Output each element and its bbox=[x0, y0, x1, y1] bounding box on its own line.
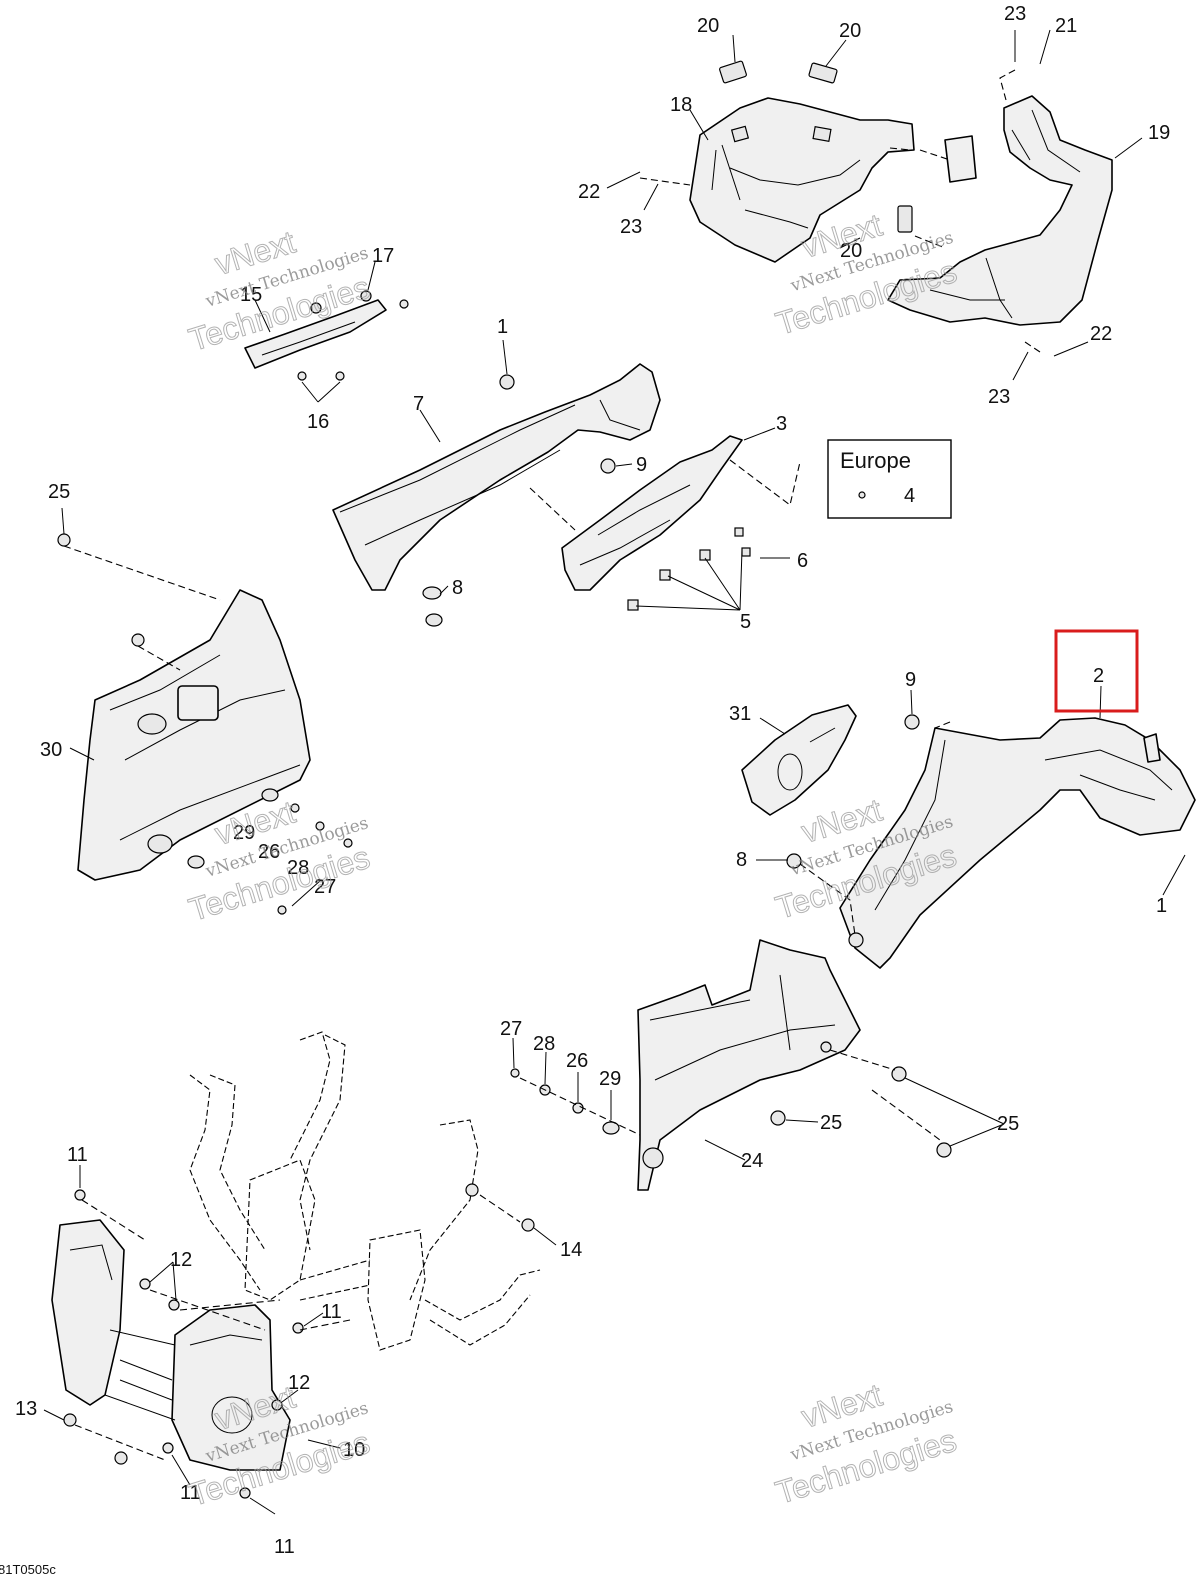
part-15-bracket bbox=[244, 290, 409, 381]
callout-4: 4 bbox=[904, 485, 915, 507]
callout-numbers: 20 20 23 21 18 19 22 23 20 22 23 17 15 1… bbox=[15, 3, 1170, 1558]
callout-9: 9 bbox=[636, 454, 647, 476]
callout-23: 23 bbox=[1004, 3, 1026, 25]
callout-21: 21 bbox=[1055, 15, 1077, 37]
part-19-footwell-panel bbox=[887, 95, 1113, 326]
callout-28: 28 bbox=[287, 857, 309, 879]
callout-25: 25 bbox=[48, 481, 70, 503]
part-18-inner-panel bbox=[689, 97, 915, 263]
callout-8: 8 bbox=[452, 577, 463, 599]
callout-1: 1 bbox=[1156, 895, 1167, 917]
callout-2: 2 bbox=[1093, 665, 1104, 687]
callout-26: 26 bbox=[258, 841, 280, 863]
part-30-bracket bbox=[57, 533, 311, 881]
callout-22: 22 bbox=[578, 181, 600, 203]
assembly-lines bbox=[63, 69, 1041, 1461]
part-24-lower-panel bbox=[637, 939, 952, 1191]
part-20-pads bbox=[719, 60, 913, 233]
hardware-group-26-29-left bbox=[277, 803, 353, 915]
callout-13: 13 bbox=[15, 1398, 37, 1420]
callout-27: 27 bbox=[500, 1018, 522, 1040]
callout-11: 11 bbox=[274, 1536, 295, 1558]
part-7-side-panel bbox=[332, 363, 661, 627]
callout-29: 29 bbox=[233, 822, 255, 844]
callout-11: 11 bbox=[321, 1301, 342, 1323]
europe-region-box: Europe 4 bbox=[827, 439, 952, 519]
leader-lines bbox=[43, 29, 1186, 1515]
callout-20: 20 bbox=[697, 15, 719, 37]
callout-10: 10 bbox=[343, 1439, 365, 1461]
callout-1: 1 bbox=[497, 316, 508, 338]
callout-5: 5 bbox=[740, 611, 751, 633]
part-3-trim bbox=[561, 435, 751, 611]
callout-18: 18 bbox=[670, 94, 692, 116]
callout-25: 25 bbox=[997, 1113, 1019, 1135]
watermark-2: vNext vNext Technologies Technologies bbox=[771, 206, 961, 342]
callout-14: 14 bbox=[560, 1239, 582, 1261]
watermark-1: vNext vNext Technologies Technologies bbox=[184, 223, 374, 358]
europe-label: Europe bbox=[840, 448, 911, 473]
part-10-front-covers bbox=[51, 1183, 535, 1499]
callout-22: 22 bbox=[1090, 323, 1112, 345]
callout-11: 11 bbox=[67, 1144, 88, 1166]
callout-24: 24 bbox=[741, 1150, 763, 1172]
callout-27: 27 bbox=[314, 876, 336, 898]
frame-ghost bbox=[189, 1031, 541, 1351]
callout-7: 7 bbox=[413, 393, 424, 415]
callout-16: 16 bbox=[307, 411, 329, 433]
callout-12: 12 bbox=[170, 1249, 192, 1271]
part-2-side-panel bbox=[786, 714, 1196, 969]
callout-20: 20 bbox=[839, 20, 861, 42]
callout-19: 19 bbox=[1148, 122, 1170, 144]
callout-28: 28 bbox=[533, 1033, 555, 1055]
callout-26: 26 bbox=[566, 1050, 588, 1072]
callout-17: 17 bbox=[372, 245, 394, 267]
callout-9: 9 bbox=[905, 669, 916, 691]
callout-8: 8 bbox=[736, 849, 747, 871]
callout-6: 6 bbox=[797, 550, 808, 572]
drawing-code: 81T0505c bbox=[0, 1562, 56, 1577]
highlight-box-part-2 bbox=[1054, 629, 1139, 713]
callout-15: 15 bbox=[240, 284, 262, 306]
watermark-6: vNext vNext Technologies Technologies bbox=[771, 1376, 961, 1511]
callout-12: 12 bbox=[288, 1372, 310, 1394]
part-31-cover bbox=[741, 704, 857, 816]
callout-25: 25 bbox=[820, 1112, 842, 1134]
callout-20: 20 bbox=[840, 240, 862, 262]
callout-29: 29 bbox=[599, 1068, 621, 1090]
callout-23: 23 bbox=[988, 386, 1010, 408]
callout-30: 30 bbox=[40, 739, 62, 761]
callout-31: 31 bbox=[729, 703, 751, 725]
callout-11: 11 bbox=[180, 1482, 201, 1504]
callout-23: 23 bbox=[620, 216, 642, 238]
callout-3: 3 bbox=[776, 413, 787, 435]
